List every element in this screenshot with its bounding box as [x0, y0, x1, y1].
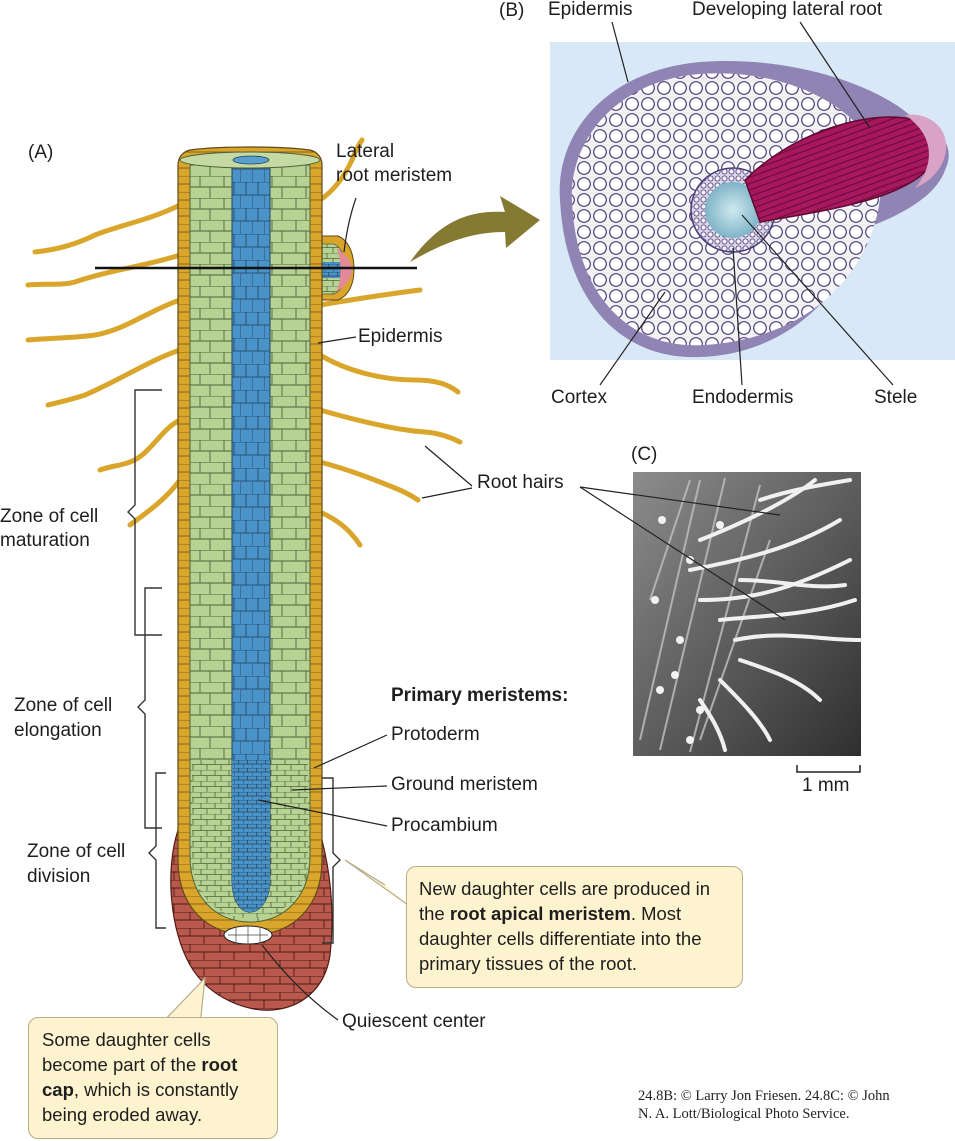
leader-root-hair-2 — [424, 445, 473, 487]
root-hair-sem — [579, 472, 862, 773]
root-hair — [317, 509, 363, 548]
leader-epidermis-b — [611, 21, 629, 83]
panel-label-a: (A) — [28, 142, 54, 163]
procambium-region — [232, 760, 270, 912]
photo-credit-line-1: 24.8B: © Larry Jon Friesen. 24.8C: © Joh… — [638, 1088, 890, 1104]
root-hair — [25, 252, 183, 288]
section-stele — [705, 182, 761, 238]
callout-apical-meristem: New daughter cells are produced in the r… — [406, 866, 743, 988]
root-diagram — [25, 137, 540, 1011]
panel-label-c: (C) — [631, 444, 658, 465]
label-zone-division-1: Zone of cell — [27, 841, 126, 862]
leader-lines-a — [159, 197, 473, 1026]
label-scale-bar: 1 mm — [802, 775, 850, 796]
root-hair — [317, 137, 365, 203]
label-primary-meristems: Primary meristems: — [391, 685, 569, 706]
label-zone-maturation-2: maturation — [0, 530, 90, 551]
leader-ground-meristem — [291, 785, 388, 791]
label-zone-maturation-1: Zone of cell — [0, 506, 99, 527]
callout-cap-text-bold: root cap — [42, 1054, 238, 1100]
label-root-hairs: Root hairs — [477, 472, 564, 493]
root-hair — [127, 477, 183, 528]
callout-apical-text-post: . Most daughter cells differentiate into… — [419, 903, 702, 974]
label-zone-division-2: division — [27, 866, 91, 887]
leader-root-hair-3 — [579, 486, 781, 516]
label-lateral-root-meristem-2: root meristem — [336, 165, 453, 186]
label-endodermis: Endodermis — [692, 387, 794, 408]
sem-hair-bases — [651, 516, 724, 744]
sem-hairs — [688, 478, 862, 752]
label-developing-lateral-root: Developing lateral root — [692, 0, 883, 20]
label-protoderm: Protoderm — [391, 724, 480, 745]
callout-apical-text-bold: root apical meristem — [449, 903, 631, 924]
leader-stele — [741, 214, 894, 386]
label-ground-meristem: Ground meristem — [391, 774, 538, 795]
sem-background — [633, 472, 861, 756]
label-epidermis-a: Epidermis — [358, 326, 443, 347]
root-hair — [97, 417, 183, 473]
callout-cap-text-pre: Some daughter cells become part of the — [42, 1029, 211, 1075]
root-hair — [32, 202, 183, 255]
scale-bar — [796, 765, 861, 773]
maturation-bracket — [127, 389, 162, 636]
label-stele: Stele — [874, 387, 918, 408]
root-hairs-group — [25, 137, 463, 548]
callout-root-cap: Some daughter cells become part of the r… — [28, 1017, 278, 1139]
division-bracket — [148, 772, 166, 929]
callout-apical-text-pre: New daughter cells are produced in the — [419, 878, 711, 924]
elongation-bracket — [137, 587, 162, 829]
leader-epidermis — [317, 336, 357, 344]
curved-arrow-icon — [410, 196, 540, 262]
leader-protoderm — [313, 734, 388, 769]
root-hair — [317, 459, 421, 503]
root-hair — [317, 352, 461, 395]
leader-endodermis — [732, 247, 743, 386]
apical-meristem-bracket — [322, 777, 341, 944]
leader-procambium — [257, 799, 388, 827]
photo-credit: 24.8B: © Larry Jon Friesen. 24.8C: © Joh… — [638, 1087, 890, 1123]
leader-root-hair-1 — [421, 487, 473, 499]
label-cortex: Cortex — [551, 387, 607, 408]
leader-lines-c — [579, 486, 786, 621]
panel-label-b: (B) — [499, 0, 525, 21]
zone-brackets — [127, 389, 341, 944]
leader-quiescent-center — [261, 944, 339, 1021]
leader-cortex — [599, 291, 666, 386]
photo-credit-line-2: N. A. Lott/Biological Photo Service. — [638, 1106, 850, 1122]
label-procambium: Procambium — [391, 815, 498, 836]
label-lateral-root-meristem-1: Lateral — [336, 141, 395, 162]
label-zone-elongation-2: elongation — [14, 720, 102, 741]
cross-section-micrograph — [550, 21, 955, 386]
callout-pointer-apical — [344, 859, 409, 906]
leader-developing-lateral-root — [799, 21, 871, 129]
leader-lines-b — [599, 21, 894, 386]
label-quiescent-center: Quiescent center — [342, 1011, 486, 1032]
section-lateral-root-tip — [905, 114, 947, 188]
root-hair — [317, 287, 423, 308]
leader-root-hair-4 — [579, 486, 786, 621]
root-hair — [317, 407, 463, 445]
label-zone-elongation-1: Zone of cell — [14, 695, 113, 716]
root-hair — [45, 347, 183, 408]
callout-pointer-cap — [159, 976, 206, 1026]
label-epidermis-b: Epidermis — [548, 0, 633, 20]
root-hair — [25, 297, 183, 343]
leader-lateral-meristem — [343, 197, 357, 253]
callout-cap-text-post: , which is constantly being eroded away. — [42, 1079, 239, 1125]
